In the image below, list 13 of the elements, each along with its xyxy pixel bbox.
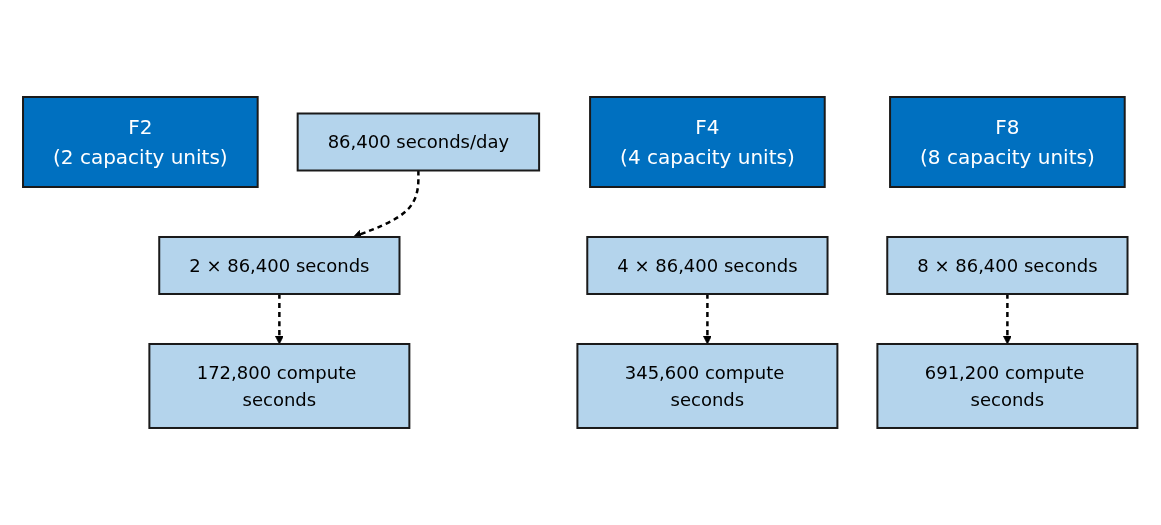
node-box: 172,800 compute seconds	[148, 343, 411, 429]
node-box: 4 × 86,400 seconds	[586, 236, 829, 295]
node-box: 86,400 seconds/day	[296, 112, 541, 172]
node-box: 345,600 compute seconds	[576, 343, 839, 429]
node-box: 691,200 compute seconds	[876, 343, 1139, 429]
node-box: F2 (2 capacity units)	[22, 96, 259, 188]
node-box: 2 × 86,400 seconds	[158, 236, 401, 295]
node-box: F4 (4 capacity units)	[589, 96, 826, 188]
node-box: F8 (8 capacity units)	[889, 96, 1126, 188]
arrow	[1003, 294, 1013, 345]
arrow	[275, 294, 285, 345]
node-box: 8 × 86,400 seconds	[886, 236, 1129, 295]
arrow	[703, 294, 713, 345]
